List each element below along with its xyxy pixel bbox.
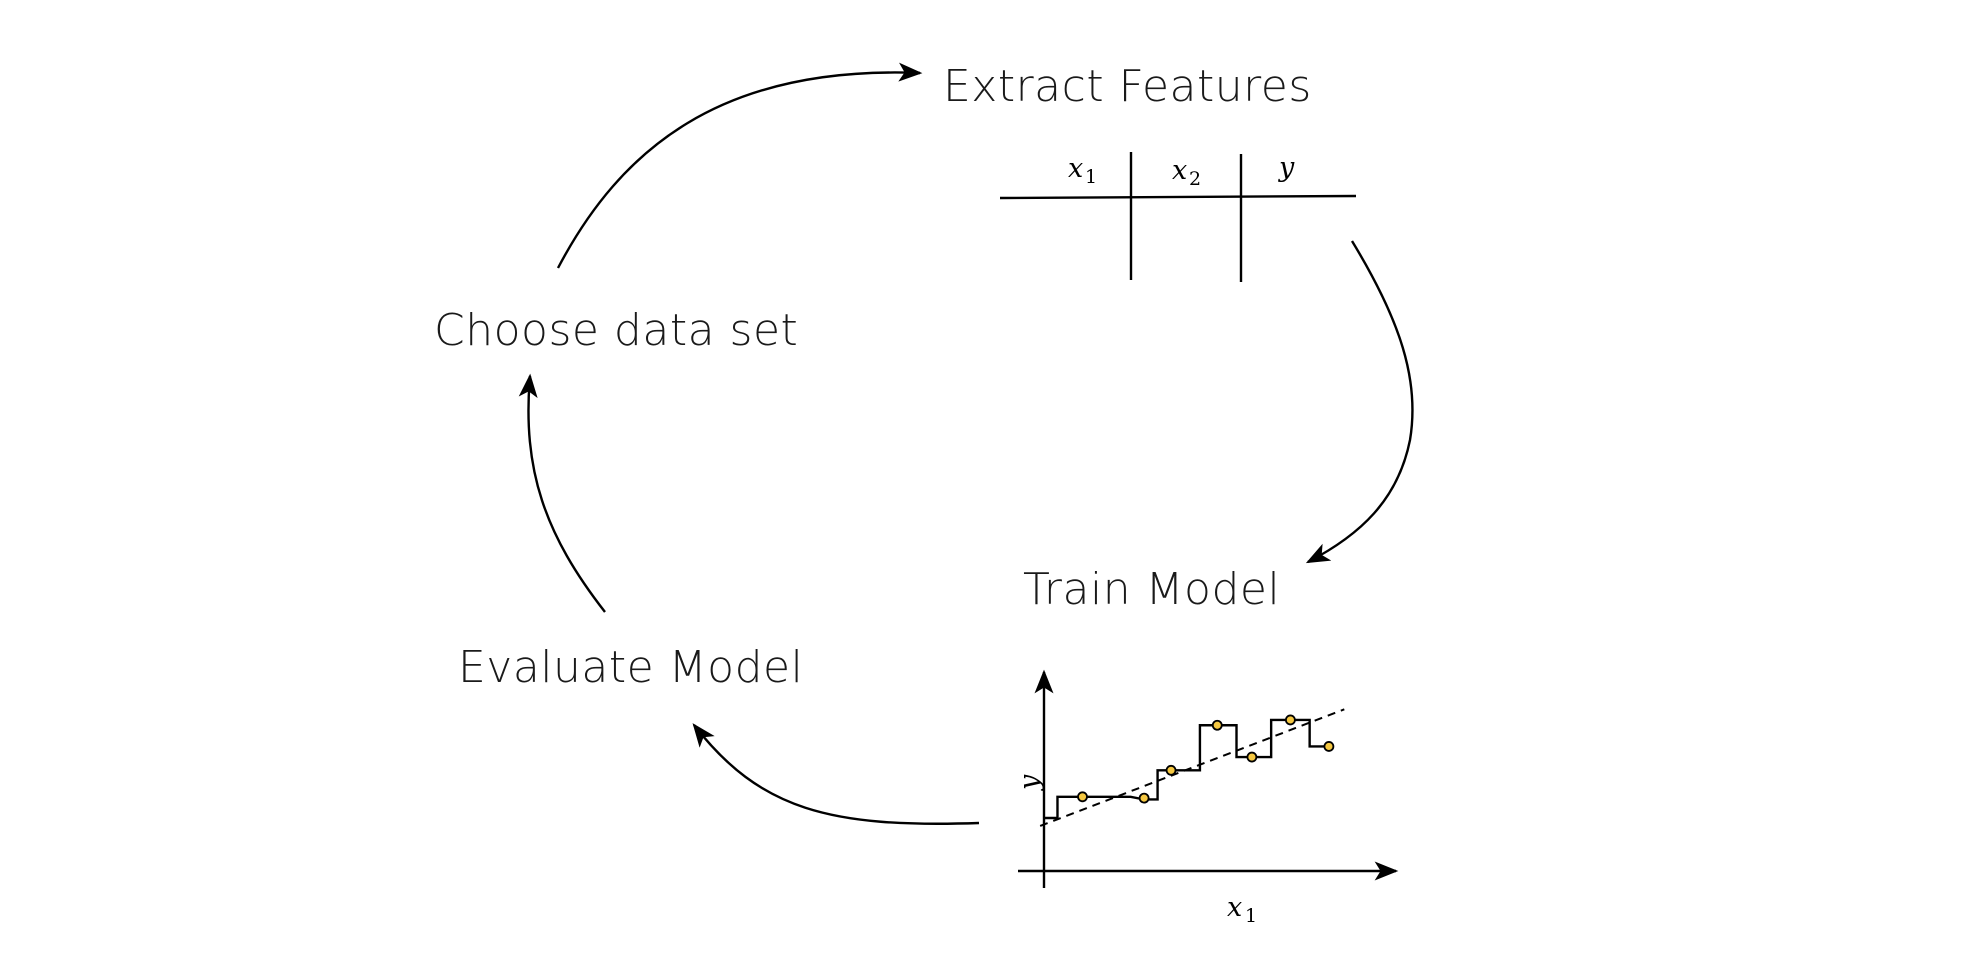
svg-text:x: x (1227, 892, 1242, 923)
svg-text:2: 2 (1189, 168, 1201, 190)
stage-extract-features: Extract Features (943, 61, 1312, 112)
svg-text:1: 1 (1085, 166, 1097, 188)
feature-table: x 1 x 2 y (999, 152, 1357, 282)
data-point (1138, 792, 1150, 804)
arrow-choose-to-extract (556, 62, 923, 269)
svg-text:x: x (1068, 153, 1083, 184)
svg-text:y: y (1278, 152, 1295, 183)
stage-evaluate-model: Evaluate Model (458, 642, 803, 693)
x-axis-label: x 1 (1227, 892, 1257, 927)
data-point (1077, 791, 1088, 803)
table-header-rule (999, 194, 1357, 200)
arrow-evaluate-to-choose (518, 373, 606, 613)
data-point (1323, 741, 1335, 752)
table-header-y: y (1278, 152, 1295, 183)
data-point (1246, 751, 1258, 763)
table-header-x2: x 2 (1172, 155, 1201, 190)
table-header-x1: x 1 (1068, 153, 1097, 188)
model-plot: x 1 y (1014, 669, 1399, 927)
svg-text:1: 1 (1245, 905, 1257, 927)
data-point (1165, 764, 1177, 776)
stage-choose-data-set: Choose data set (434, 305, 798, 356)
stage-train-model: Train Model (1023, 564, 1280, 615)
data-point (1285, 714, 1296, 726)
svg-text:x: x (1172, 155, 1187, 186)
linear-fit-line (1039, 708, 1345, 827)
data-point (1211, 719, 1223, 731)
arrow-train-to-evaluate (692, 723, 980, 825)
arrow-extract-to-train (1305, 240, 1414, 564)
y-axis-label: y (1014, 774, 1045, 791)
